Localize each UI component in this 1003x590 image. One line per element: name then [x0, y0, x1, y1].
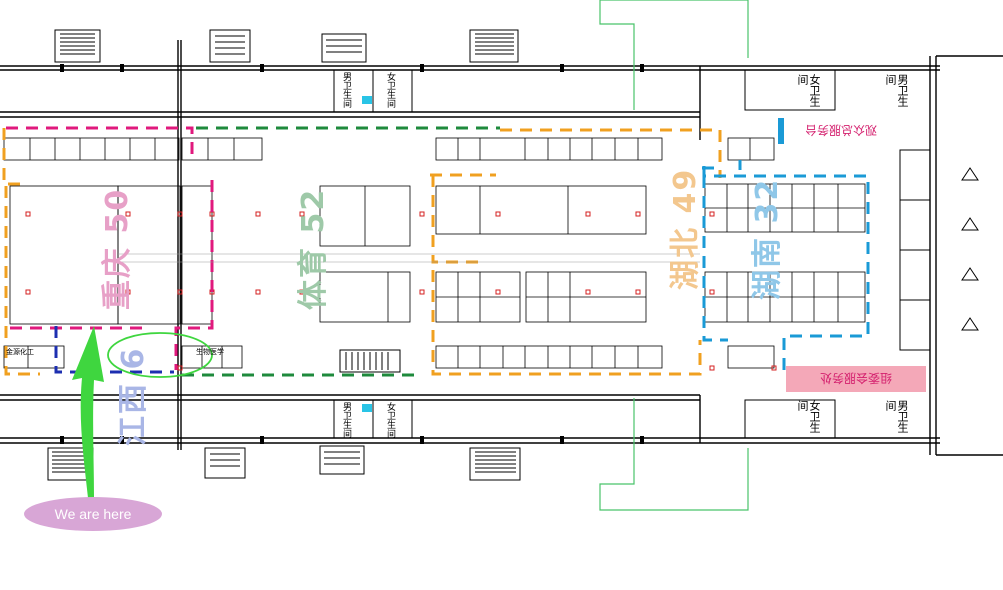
zone-hunan-label: 湖南 32: [742, 178, 786, 300]
columns: [60, 64, 644, 444]
highlight-circle: [107, 332, 213, 378]
zone-hunan-border: [702, 166, 870, 372]
zone-chongqing-label: 重庆 50: [92, 188, 136, 310]
staircase-bottom-3: [319, 445, 365, 475]
zone-hubei-label: 湖北 49: [660, 168, 704, 290]
organizer-service-desk: 组委会服务处: [786, 366, 926, 392]
zone-tiyu-number: 52: [296, 187, 331, 234]
zone-jiangxi-border: [54, 326, 174, 374]
zone-chongqing-name: 重庆: [100, 246, 135, 310]
zone-hubei-number: 49: [668, 167, 703, 214]
elevator-bottom: [362, 404, 372, 412]
audience-service-label: 观众总服务台: [805, 123, 878, 138]
womens-toilet-top-center: 女卫生间: [385, 72, 395, 108]
escalator-center: [339, 349, 401, 373]
mens-toilet-bottom-center: 男卫生间: [341, 402, 351, 438]
staircase-top-4: [469, 29, 519, 63]
audience-service-desk: 观众总服务台: [786, 118, 896, 144]
zone-jiangxi-name: 江西: [116, 382, 151, 446]
staircase-top-left: [54, 29, 101, 63]
zone-hubei-name: 湖北: [668, 226, 703, 290]
zone-chongqing-number: 50: [100, 187, 135, 234]
booth-shengwu-label: 生物医学: [196, 348, 224, 356]
toilet-blocks: [333, 69, 836, 439]
mens-toilet-top-center: 男卫生间: [341, 72, 351, 108]
mens-toilet-top-right: 男卫生间: [884, 74, 909, 107]
organizer-service-label: 组委会服务处: [820, 371, 893, 386]
booth-grid: [3, 137, 866, 369]
zone-tiyu-label: 体育 52: [288, 188, 332, 310]
main-entrance-doors: [899, 149, 979, 351]
staircase-top-3: [321, 33, 367, 63]
we-are-here-arrow: [72, 326, 104, 498]
zone-tiyu-name: 体育: [296, 246, 331, 310]
entrance-gate-bottom: [599, 398, 749, 511]
mens-toilet-bottom-right: 男卫生间: [884, 400, 909, 433]
elevator-top: [362, 96, 372, 104]
staircase-top-2: [209, 29, 251, 63]
zone-jiangxi-number: 6: [116, 346, 151, 370]
entrance-gate-top: [599, 0, 749, 110]
womens-toilet-bottom-center: 女卫生间: [385, 402, 395, 438]
zone-chongqing-border: [6, 126, 214, 370]
booth-jingyuan-label: 金源化工: [6, 348, 34, 356]
staircase-bottom-4: [469, 447, 521, 481]
we-are-here-marker: We are here: [24, 497, 162, 531]
staircase-bottom-2: [204, 447, 246, 479]
booth-markers: [25, 211, 777, 371]
zone-tiyu-border: [182, 126, 500, 377]
zone-hunan-number: 32: [750, 177, 785, 224]
womens-toilet-top-right: 女卫生间: [796, 74, 821, 107]
zone-jiangxi-label: 江西 6: [108, 347, 152, 446]
zone-hunan-name: 湖南: [750, 236, 785, 300]
womens-toilet-bottom-right: 女卫生间: [796, 400, 821, 433]
we-are-here-label: We are here: [54, 506, 132, 522]
